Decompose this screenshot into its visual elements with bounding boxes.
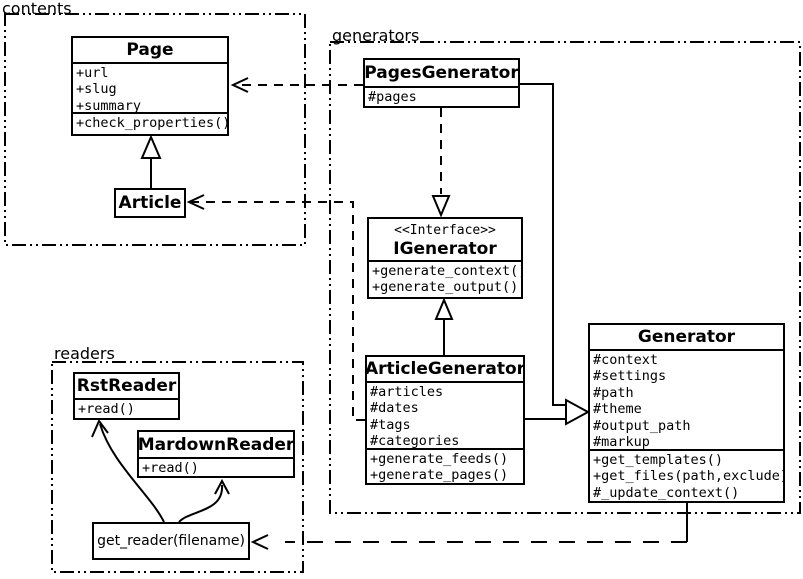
package-readers-label: readers <box>54 344 115 363</box>
operation: +generate_output() <box>372 279 519 296</box>
curve-getreader-rstreader <box>99 423 165 523</box>
realization-triangle-igenerator <box>431 195 451 218</box>
attribute: +url <box>76 65 109 81</box>
arrowhead-markdownreader <box>214 478 230 495</box>
class-rstreader-operations: +read() <box>75 398 178 418</box>
operation: +get_files(path,exclude) <box>593 468 783 485</box>
operation: +get_templates() <box>593 452 724 468</box>
class-page-attributes: +url +slug +summary <box>73 62 227 112</box>
class-igenerator-title: IGenerator <box>393 239 497 259</box>
function-get-reader: get_reader(filename) <box>92 522 250 560</box>
inheritance-line-pagesgenerator-generator <box>520 83 566 406</box>
class-rstreader: RstReader +read() <box>73 372 180 420</box>
attribute: #theme <box>593 401 642 418</box>
class-igenerator-stereotype: <<Interface>> <box>394 223 496 238</box>
inheritance-triangle-igenerator <box>434 297 454 320</box>
attribute: #dates <box>370 400 419 417</box>
dependency-line-articlegenerator-article <box>191 201 365 421</box>
class-markdownreader-operations: +read() <box>139 457 293 476</box>
package-readers-border <box>51 361 304 573</box>
class-pagesgenerator: PagesGenerator #pages <box>363 58 520 108</box>
class-article: Article <box>114 188 186 218</box>
operation: +check_properties() <box>76 115 227 131</box>
operation: +read() <box>78 401 135 417</box>
operation: +read() <box>142 460 199 476</box>
package-generators-border <box>329 41 801 514</box>
class-generator-operations: +get_templates() +get_files(path,exclude… <box>590 449 783 501</box>
package-generators-label: generators <box>332 26 420 45</box>
attribute: #tags <box>370 416 411 433</box>
class-generator: Generator #context #settings #path #them… <box>588 323 785 503</box>
class-page-title: Page <box>126 40 174 60</box>
class-markdownreader: MardownReader +read() <box>137 430 295 478</box>
attribute: +summary <box>76 97 142 112</box>
class-generator-attributes: #context #settings #path #theme #output_… <box>590 349 783 449</box>
class-article-title: Article <box>118 193 182 213</box>
class-rstreader-title: RstReader <box>76 376 177 396</box>
class-articlegenerator-attributes: #articles #dates #tags #categories <box>367 381 523 448</box>
attribute: #markup <box>593 434 650 449</box>
attribute: #pages <box>368 89 417 105</box>
class-pagesgenerator-title: PagesGenerator <box>364 63 519 83</box>
operation: +generate_pages() <box>370 467 509 483</box>
class-igenerator: <<Interface>> IGenerator +generate_conte… <box>367 217 523 299</box>
attribute: #articles <box>370 384 444 400</box>
class-generator-title: Generator <box>637 327 736 347</box>
package-contents-label: contents <box>2 0 72 18</box>
class-igenerator-header: <<Interface>> IGenerator <box>369 219 521 260</box>
operation: +generate_context() <box>372 263 521 279</box>
arrowhead-rstreader <box>91 419 109 438</box>
attribute: #settings <box>593 368 667 385</box>
inheritance-triangle-article-page <box>140 134 162 159</box>
operation: +generate_feeds() <box>370 451 509 467</box>
curve-getreader-markdownreader <box>178 484 224 523</box>
attribute: #context <box>593 352 659 368</box>
class-page-operations: +check_properties() <box>73 112 227 134</box>
attribute: #categories <box>370 433 460 448</box>
class-articlegenerator-operations: +generate_feeds() +generate_pages() <box>367 448 523 483</box>
inheritance-triangle-generator <box>565 398 591 426</box>
operation: #_update_context() <box>593 484 740 501</box>
dependency-arrowhead-article <box>186 194 205 210</box>
dependency-arrowhead-page <box>230 77 249 93</box>
attribute: #path <box>593 384 634 401</box>
class-articlegenerator: ArticleGenerator #articles #dates #tags … <box>365 355 525 485</box>
attribute: #output_path <box>593 417 691 434</box>
class-articlegenerator-title: ArticleGenerator <box>364 359 526 379</box>
class-pagesgenerator-attributes: #pages <box>365 86 518 106</box>
class-markdownreader-title: MardownReader <box>137 434 295 455</box>
package-contents-border <box>4 13 306 246</box>
class-page: Page +url +slug +summary +check_properti… <box>71 36 229 136</box>
attribute: +slug <box>76 81 117 98</box>
dependency-arrowhead-getreader <box>250 534 269 550</box>
class-igenerator-operations: +generate_context() +generate_output() <box>369 260 521 297</box>
